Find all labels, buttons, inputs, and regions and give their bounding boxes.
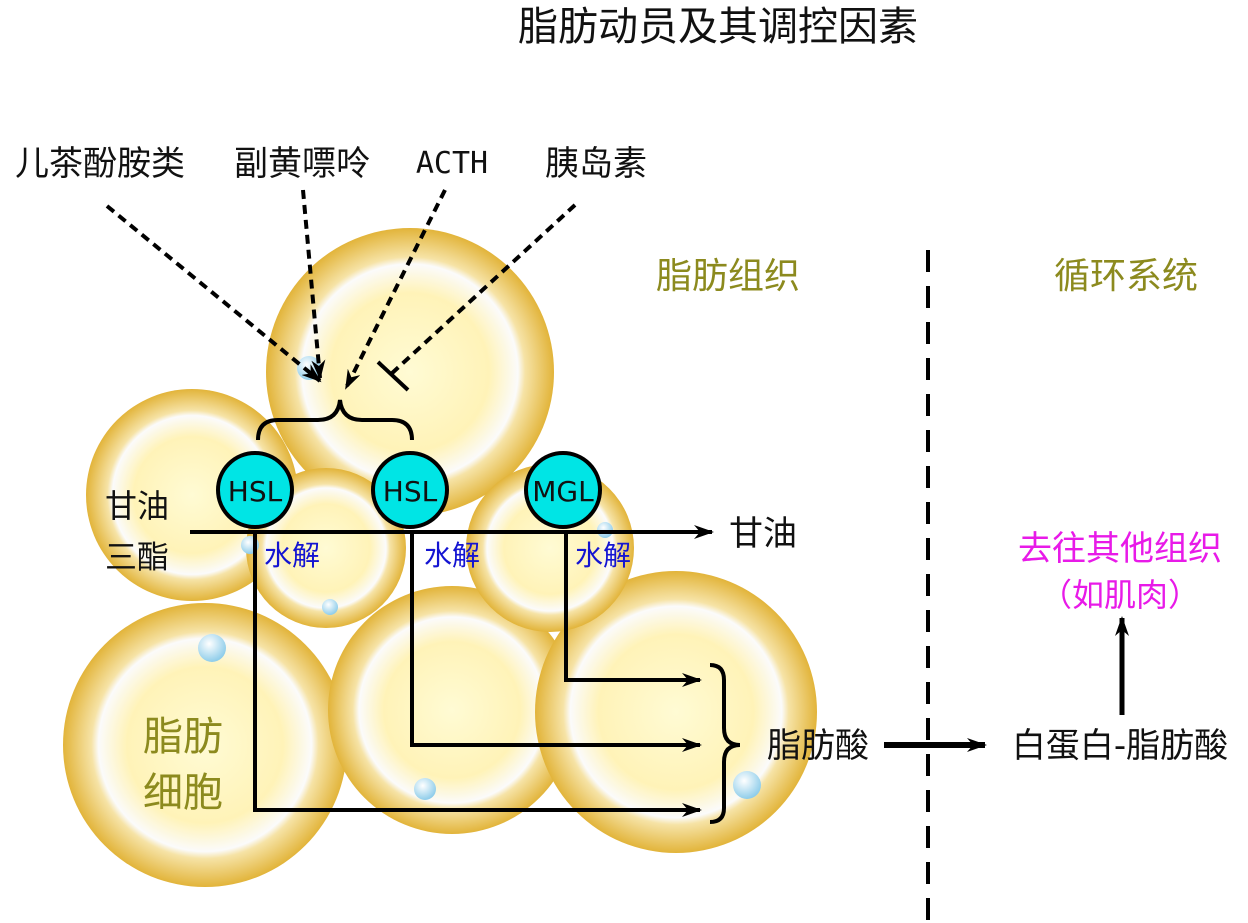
fat-cell xyxy=(328,586,576,834)
fatty-acid-brace xyxy=(709,663,741,824)
region-circulation: 循环系统 xyxy=(1054,256,1198,297)
regulator-insulin: 胰岛素 xyxy=(545,144,647,184)
mgl-enzyme xyxy=(524,451,602,529)
glycerol-label: 甘油 xyxy=(729,514,797,554)
albumin-fatty-acid-label: 白蛋白-脂肪酸 xyxy=(1012,726,1228,766)
catecholamine-arrow xyxy=(105,204,322,383)
diagram-title: 脂肪动员及其调控因素 xyxy=(518,4,918,50)
mgl-label: MGL xyxy=(532,475,594,508)
fat-cell xyxy=(266,228,554,516)
insulin-inhibit-line xyxy=(388,203,577,377)
fatty-acid-path-1 xyxy=(253,532,702,817)
regulator-catecholamine: 儿茶酚胺类 xyxy=(15,144,185,184)
enzymes: HSL HSL MGL xyxy=(216,451,602,529)
hsl-enzyme-2 xyxy=(371,451,449,529)
droplet-icon xyxy=(733,771,761,799)
fatty-acid-paths xyxy=(253,532,702,817)
adenosine-arrow xyxy=(301,189,326,380)
fat-cells xyxy=(63,228,817,887)
destination-label-line2: （如肌肉） xyxy=(1040,576,1200,614)
hydrolysis-label-2: 水解 xyxy=(424,539,480,572)
droplet-icon xyxy=(198,634,226,662)
acth-arrow xyxy=(344,189,447,390)
triglyceride-label-line2: 三酯 xyxy=(105,538,169,576)
triglyceride-label-line1: 甘油 xyxy=(105,487,169,525)
regulator-adenosine: 副黄嘌呤 xyxy=(234,144,370,184)
region-adipose-tissue: 脂肪组织 xyxy=(656,256,800,297)
insulin-inhibit-bar xyxy=(376,360,410,392)
regulator-acth: ACTH xyxy=(416,146,488,181)
droplet-icon xyxy=(322,599,338,615)
destination-label-line1: 去往其他组织 xyxy=(1018,529,1222,569)
hydrolysis-label-3: 水解 xyxy=(575,539,631,572)
regulators: 儿茶酚胺类 副黄嘌呤 ACTH 胰岛素 xyxy=(15,144,647,184)
hsl-brace xyxy=(256,399,414,441)
fatty-acid-label: 脂肪酸 xyxy=(767,726,869,766)
fat-cell-label-line1: 脂肪 xyxy=(143,714,223,760)
hydrolysis-label-1: 水解 xyxy=(264,539,320,572)
fatty-acid-path-2 xyxy=(410,532,702,752)
hsl-enzyme-1 xyxy=(216,451,294,529)
hsl-label-2: HSL xyxy=(383,475,438,508)
hsl-label-1: HSL xyxy=(228,475,283,508)
fatty-acid-path-3 xyxy=(564,532,702,687)
regulator-arrows xyxy=(105,189,577,390)
droplet-icon xyxy=(414,778,436,800)
fat-cell xyxy=(63,603,347,887)
fat-cell-label-line2: 细胞 xyxy=(143,770,223,816)
